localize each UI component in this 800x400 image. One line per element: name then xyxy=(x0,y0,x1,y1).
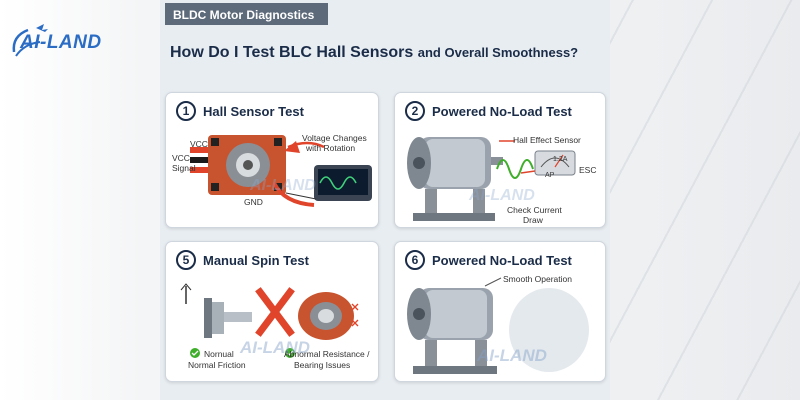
card-header: 6 Powered No-Load Test xyxy=(405,250,572,270)
card-header: 5 Manual Spin Test xyxy=(176,250,309,270)
page-title: How Do I Test BLC Hall Sensors and Overa… xyxy=(170,44,610,62)
title-main: How Do I Test BLC Hall Sensors xyxy=(170,44,414,61)
card-header: 1 Hall Sensor Test xyxy=(176,101,304,121)
card-title: Powered No-Load Test xyxy=(432,103,572,119)
watermark: AI-LAND xyxy=(240,338,310,357)
rotation-label: with Rotation xyxy=(306,143,356,153)
step-number: 5 xyxy=(176,250,196,270)
card-hall-sensor-test: 1 Hall Sensor Test VCC VCC Signal Voltag… xyxy=(165,92,379,228)
card-powered-no-load-test: 2 Powered No-Load Test Hall Effect Senso… xyxy=(394,92,606,228)
card-title: Manual Spin Test xyxy=(203,252,309,268)
esc-label: ESC xyxy=(579,165,597,175)
ammeter-reading: 1.2A xyxy=(553,156,568,163)
watermark: AI-LAND xyxy=(477,346,547,365)
spin-test-diagram-icon xyxy=(180,283,359,358)
normal-friction-label: Normal Friction xyxy=(188,360,246,370)
bearing-issues-label: Bearing Issues xyxy=(294,360,351,370)
watermark: AI-LAND xyxy=(250,177,316,194)
header-tab: BLDC Motor Diagnostics xyxy=(165,3,328,25)
abnormal-resistance-label: Abnormal Resistance / xyxy=(284,349,370,359)
logo-text: AI-LAND xyxy=(20,32,102,53)
ap-label: AP xyxy=(545,172,555,179)
voltage-label: Voltage Changes xyxy=(302,133,367,143)
card-title: Powered No-Load Test xyxy=(432,252,572,268)
watermark: AI-LAND xyxy=(469,187,535,204)
card-header: 2 Powered No-Load Test xyxy=(405,101,572,121)
background-stripes xyxy=(600,0,800,400)
draw-label: Draw xyxy=(523,215,543,225)
vcc-label: VCC xyxy=(172,153,190,163)
check-current-label: Check Current xyxy=(507,205,562,215)
hall-effect-sensor-label: Hall Effect Sensor xyxy=(513,135,581,145)
gnd-label: GND xyxy=(244,197,263,207)
motor-esc-diagram-icon xyxy=(407,137,576,221)
ai-land-logo-icon xyxy=(12,24,48,57)
smooth-operation-diagram-icon xyxy=(407,277,589,374)
card-title: Hall Sensor Test xyxy=(203,103,304,119)
card-powered-no-load-test-smooth: 6 Powered No-Load Test Smooth Operation … xyxy=(394,241,606,382)
title-tail: and Overall Smoothness? xyxy=(417,45,579,60)
smooth-operation-label: Smooth Operation xyxy=(503,274,572,284)
normal-label: Nornual xyxy=(204,349,234,359)
signal-label: Signal xyxy=(172,163,196,173)
card-manual-spin-test: 5 Manual Spin Test Nornual Normal Fricti… xyxy=(165,241,379,382)
step-number: 6 xyxy=(405,250,425,270)
hall-sensor-diagram-icon xyxy=(190,135,372,207)
step-number: 2 xyxy=(405,101,425,121)
vcc-label: VCC xyxy=(190,139,208,149)
step-number: 1 xyxy=(176,101,196,121)
